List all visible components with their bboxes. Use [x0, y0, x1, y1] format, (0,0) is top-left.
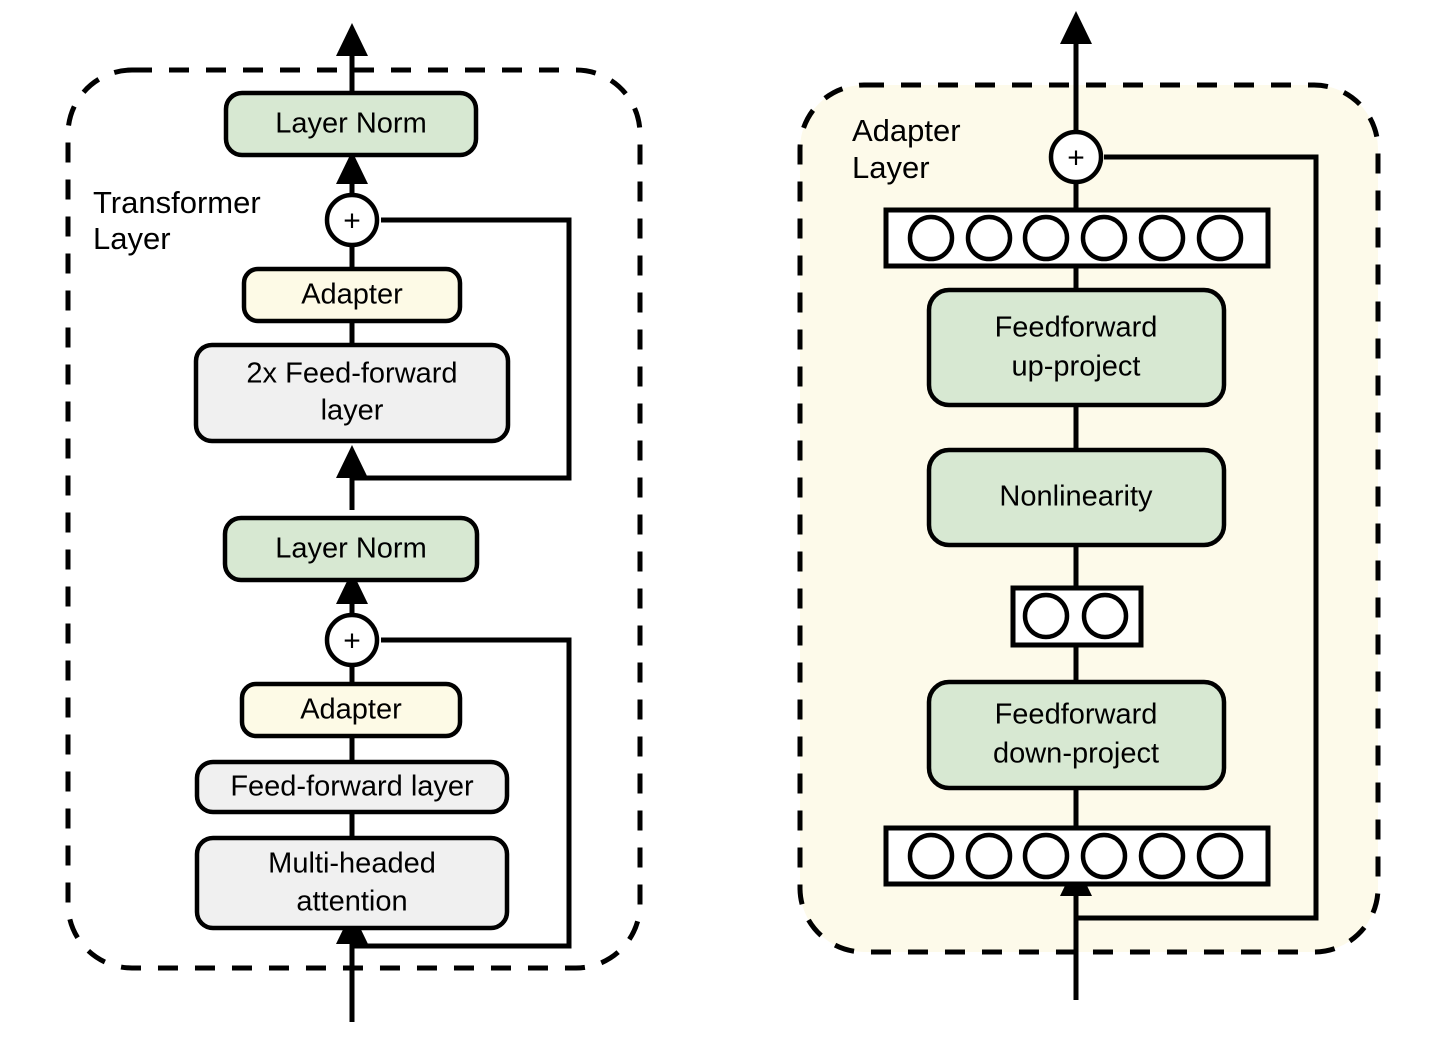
transformer-layer-caption-line1: Transformer [93, 185, 261, 220]
node-add-top[interactable]: + [324, 192, 380, 248]
node-feed-forward-2x[interactable]: 2x Feed-forward layer [193, 342, 511, 444]
neuron-bottleneck-1 [1022, 592, 1070, 640]
feedforward-down-project-label-line2: down-project [993, 738, 1159, 770]
neuron-in-6 [1196, 832, 1244, 880]
node-neurons-bottleneck[interactable] [1010, 585, 1144, 648]
neuron-out-2 [965, 214, 1013, 262]
feedforward-down-project-label-line1: Feedforward [995, 699, 1158, 731]
neuron-out-3 [1022, 214, 1070, 262]
add-top-circle[interactable] [324, 192, 380, 248]
neuron-out-6 [1196, 214, 1244, 262]
node-layer-norm-mid[interactable]: Layer Norm [222, 515, 480, 583]
multi-headed-attention-box[interactable] [194, 835, 510, 931]
feedforward-up-project-label-line2: up-project [1012, 351, 1141, 383]
multi-headed-attention-label-line2: attention [296, 886, 407, 918]
node-layer-norm-top[interactable]: Layer Norm [223, 90, 479, 158]
transformer-layer-panel: Multi-headed attention Feed-forward laye… [65, 23, 643, 1022]
neuron-in-3 [1022, 832, 1070, 880]
adapter-layer-caption-line1: Adapter [852, 113, 961, 148]
feedforward-up-project-label-line1: Feedforward [995, 312, 1158, 344]
node-adapter-top[interactable]: Adapter [241, 266, 463, 324]
layer-norm-top-box[interactable] [223, 90, 479, 158]
adapter-layer-dashed-border [797, 82, 1381, 955]
neuron-out-1 [907, 214, 955, 262]
node-multi-headed-attention[interactable]: Multi-headed attention [194, 835, 510, 931]
add-top-label: + [343, 205, 361, 238]
node-nonlinearity[interactable]: Nonlinearity [926, 447, 1227, 548]
node-feedforward-up-project[interactable]: Feedforward up-project [926, 287, 1227, 408]
node-neurons-in[interactable] [883, 825, 1271, 887]
adapter-top-box[interactable] [241, 266, 463, 324]
feed-forward-2x-label-line2: layer [321, 395, 384, 427]
node-add-adapter[interactable]: + [1048, 129, 1104, 185]
feed-forward-layer-box[interactable] [194, 759, 510, 815]
node-neurons-out[interactable] [883, 207, 1271, 269]
adapter-layer-panel: Feedforward down-project Nonlinearity Fe… [797, 11, 1381, 1000]
node-feedforward-down-project[interactable]: Feedforward down-project [926, 679, 1227, 791]
feed-forward-layer-label: Feed-forward layer [230, 771, 474, 803]
node-add-bottom[interactable]: + [324, 612, 380, 668]
multi-headed-attention-label-line1: Multi-headed [268, 848, 436, 880]
node-adapter-bottom[interactable]: Adapter [239, 681, 463, 739]
neuron-out-4 [1080, 214, 1128, 262]
transformer-layer-caption-line2: Layer [93, 221, 171, 256]
add-bottom-circle[interactable] [324, 612, 380, 668]
adapter-bottom-label: Adapter [300, 694, 402, 726]
neuron-in-4 [1080, 832, 1128, 880]
node-feed-forward-layer[interactable]: Feed-forward layer [194, 759, 510, 815]
add-bottom-label: + [343, 625, 361, 658]
nonlinearity-box[interactable] [926, 447, 1227, 548]
neuron-out-5 [1138, 214, 1186, 262]
adapter-bottom-box[interactable] [239, 681, 463, 739]
feed-forward-2x-box[interactable] [193, 342, 511, 444]
nonlinearity-label: Nonlinearity [999, 481, 1153, 513]
add-adapter-label: + [1067, 142, 1085, 175]
layer-norm-top-label: Layer Norm [275, 108, 427, 140]
feedforward-up-project-box[interactable] [926, 287, 1227, 408]
layer-norm-mid-label: Layer Norm [275, 533, 427, 565]
feedforward-down-project-box[interactable] [926, 679, 1227, 791]
layer-norm-mid-box[interactable] [222, 515, 480, 583]
neuron-bottleneck-2 [1081, 592, 1129, 640]
neuron-in-2 [965, 832, 1013, 880]
residual-connection-top [352, 217, 572, 481]
adapter-layer-caption-line2: Layer [852, 150, 930, 185]
add-adapter-circle[interactable] [1048, 129, 1104, 185]
feed-forward-2x-label-line1: 2x Feed-forward [246, 358, 457, 390]
residual-connection-bottom [352, 637, 572, 949]
neuron-in-1 [907, 832, 955, 880]
neuron-in-5 [1138, 832, 1186, 880]
adapter-top-label: Adapter [301, 279, 403, 311]
adapter-residual-connection [1076, 154, 1319, 921]
